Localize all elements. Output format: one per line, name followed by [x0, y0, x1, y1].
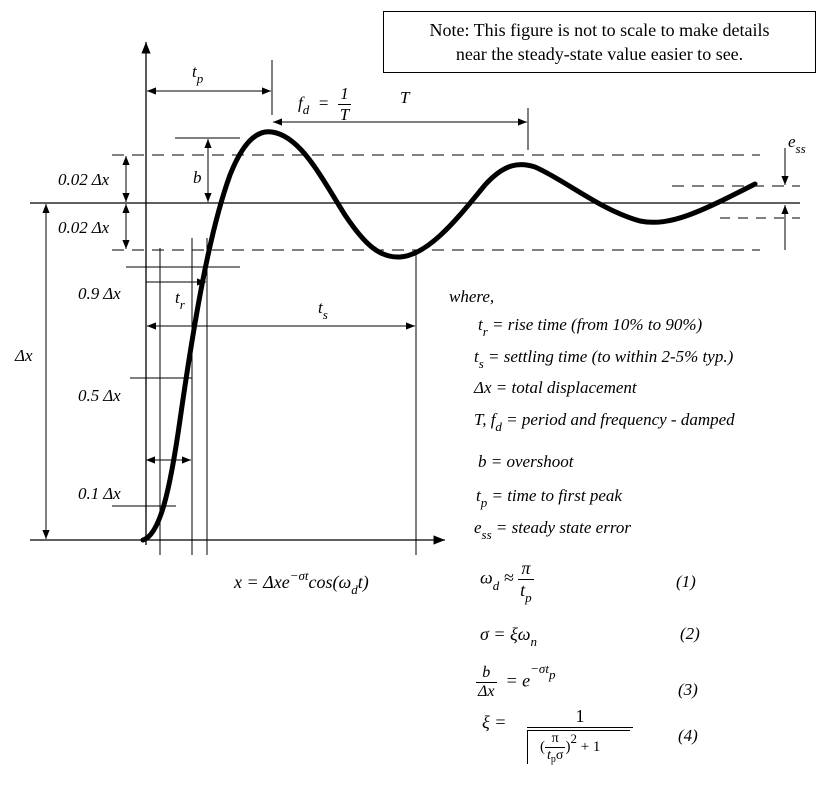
overshoot-label: b	[193, 168, 202, 187]
note-box: Note: This figure is not to scale to mak…	[383, 11, 816, 73]
rise-time-label: tr	[175, 288, 185, 312]
tp-label: tp	[192, 62, 204, 86]
p50-label: 0.5 Δx	[78, 386, 121, 405]
legend-period-frequency: T, fd = period and frequency - damped	[474, 410, 735, 434]
p90-label: 0.9 Δx	[78, 284, 121, 303]
legend-settling-time: ts = settling time (to within 2-5% typ.)	[474, 347, 734, 371]
equation-2: σ = ξωn	[480, 624, 537, 649]
settling-time-label: ts	[318, 298, 328, 322]
legend-time-to-peak: tp = time to first peak	[476, 486, 622, 510]
ess-label: ess	[788, 132, 806, 156]
equation-3-number: (3)	[678, 680, 698, 699]
legend-rise-time: tr = rise time (from 10% to 90%)	[478, 315, 703, 339]
total-displacement-label: Δx	[15, 346, 33, 365]
note-line-2: near the steady-state value easier to se…	[455, 44, 744, 64]
lower-band-label: 0.02 Δx	[58, 218, 110, 237]
equation-1-number: (1)	[676, 572, 696, 591]
response-curve	[140, 129, 758, 543]
note-line-1: Note: This figure is not to scale to mak…	[429, 20, 770, 40]
legend-steady-state-error: ess = steady state error	[474, 518, 631, 542]
where-label: where,	[449, 287, 495, 306]
response-equation: x = Δxe−σtcos(ωdt)	[234, 568, 369, 597]
period-label: T	[400, 88, 410, 107]
legend-total-displacement: Δx = total displacement	[474, 378, 637, 397]
equation-4-number: (4)	[678, 726, 698, 745]
equation-4: ξ =	[482, 712, 507, 732]
upper-band-label: 0.02 Δx	[58, 170, 110, 189]
legend-overshoot: b = overshoot	[478, 452, 574, 471]
equation-2-number: (2)	[680, 624, 700, 643]
equation-4-numerator: 1	[527, 706, 633, 728]
p10-label: 0.1 Δx	[78, 484, 121, 503]
